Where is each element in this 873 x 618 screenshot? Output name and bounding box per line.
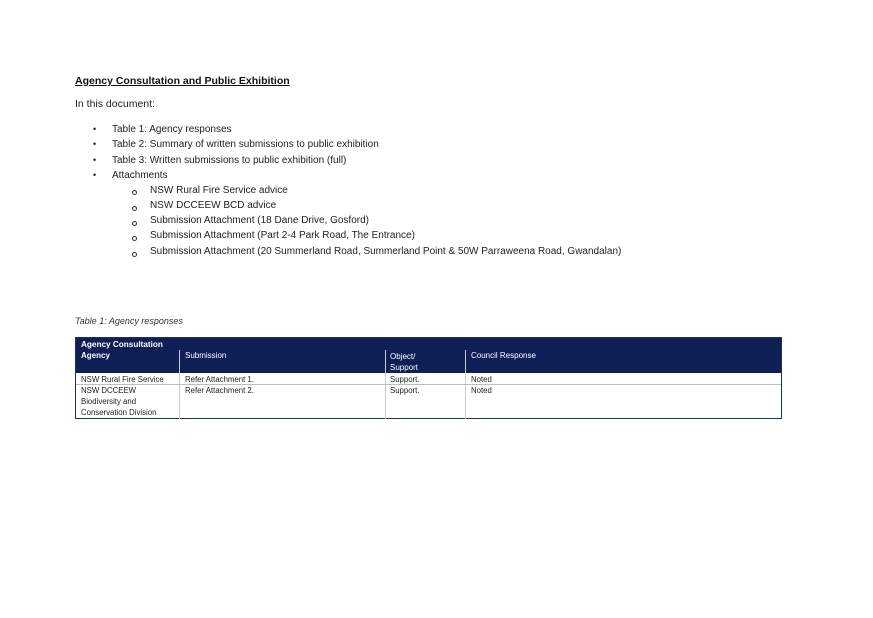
bullet-dot: • [93,124,97,134]
bullet-dot: • [93,170,97,180]
document-heading: Agency Consultation and Public Exhibitio… [75,75,290,87]
cell-object-support: Support. [390,386,420,395]
cell-object-support: Support. [390,375,420,384]
sub-bullet-rfs: NSW Rural Fire Service advice [150,185,288,196]
bullet-item-table1: Table 1: Agency responses [112,124,232,135]
header-council-response: Council Response [471,351,536,360]
sub-bullet-circle [132,190,137,195]
header-support-line: Support [390,363,419,372]
table-caption: Table 1: Agency responses [75,316,183,326]
bullet-item-table2: Table 2: Summary of written submissions … [112,139,379,150]
sub-bullet-park-road: Submission Attachment (Part 2-4 Park Roa… [150,230,415,241]
header-submission: Submission [185,351,227,360]
header-object-support: Object/ Support [390,351,418,373]
bullet-item-attachments: Attachments [112,170,168,181]
sub-bullet-dcceew: NSW DCCEEW BCD advice [150,200,277,211]
cell-agency-dcceew: NSW DCCEEW Biodiversity and Conservation… [81,385,156,418]
sub-bullet-dane-drive: Submission Attachment (18 Dane Drive, Go… [150,215,369,226]
bullet-dot: • [93,139,97,149]
header-object-line: Object/ [390,352,416,361]
bullet-dot: • [93,155,97,165]
cell-council-response: Noted [471,375,492,384]
agency-responses-table: Agency Consultation Agency Submission Ob… [75,337,782,419]
cell-submission: Refer Attachment 2. [185,386,254,395]
bullet-item-table3: Table 3: Written submissions to public e… [112,155,347,166]
table-header: Agency Consultation Agency Submission Ob… [76,338,781,373]
cell-submission: Refer Attachment 1. [185,375,254,384]
agency-line: NSW DCCEEW [81,386,137,395]
sub-bullet-summerland: Submission Attachment (20 Summerland Roa… [150,246,622,257]
sub-bullet-circle [132,206,137,211]
table-title: Agency Consultation [81,340,163,349]
intro-text: In this document: [75,98,155,110]
sub-bullet-circle [132,252,137,257]
header-agency: Agency [81,351,110,360]
agency-line: Conservation Division [81,408,157,417]
sub-bullet-circle [132,221,137,226]
cell-council-response: Noted [471,386,492,395]
row-divider [76,384,781,385]
cell-agency-rfs: NSW Rural Fire Service [81,375,164,384]
agency-line: Biodiversity and [81,397,137,406]
sub-bullet-circle [132,236,137,241]
